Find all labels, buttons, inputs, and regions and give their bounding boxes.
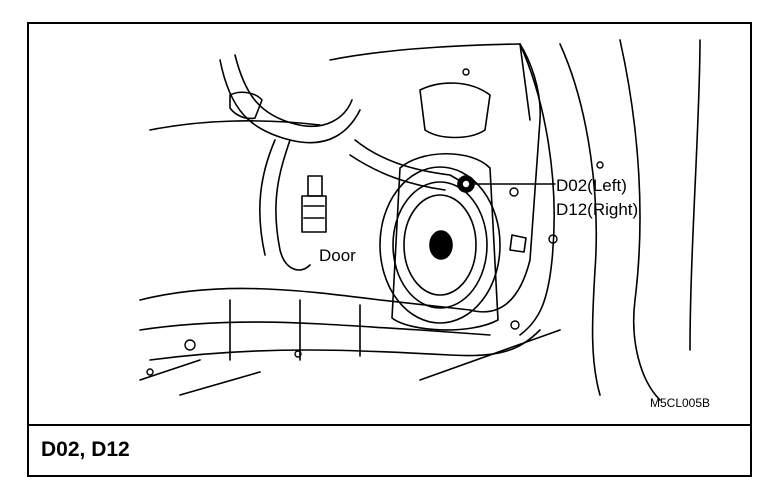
door-connector-lines bbox=[303, 205, 325, 219]
wire-harness-outer bbox=[234, 54, 353, 128]
caption-divider bbox=[27, 424, 752, 426]
upper-cutout bbox=[419, 82, 491, 139]
speaker-cone-outer bbox=[392, 181, 488, 309]
harness-clip bbox=[229, 91, 263, 120]
door-rib bbox=[229, 299, 361, 361]
speaker-connector bbox=[457, 175, 556, 193]
speaker-frame bbox=[379, 166, 501, 324]
door-lower-diagonals bbox=[139, 329, 561, 396]
wire-to-speaker bbox=[354, 139, 463, 183]
connector-right-label: D12(Right) bbox=[556, 200, 639, 219]
wire-lower bbox=[275, 139, 311, 271]
small-clip bbox=[509, 234, 527, 253]
wire-to-speaker-2 bbox=[349, 154, 446, 191]
figure-code: M5CL005B bbox=[650, 396, 711, 410]
speaker-bracket bbox=[391, 153, 499, 331]
door-frame-outer bbox=[559, 43, 601, 396]
upper-panel-curve bbox=[149, 120, 321, 131]
door-panel-outline bbox=[139, 43, 541, 313]
speaker-dustcap bbox=[429, 230, 453, 260]
figure-frame bbox=[27, 22, 752, 477]
window-frame bbox=[329, 43, 531, 121]
door-frame-pillar bbox=[519, 43, 555, 336]
door-connector-body bbox=[301, 195, 327, 233]
connector-left-label: D02(Left) bbox=[556, 176, 627, 195]
door-frame-outer-2 bbox=[619, 39, 661, 401]
door-label: Door bbox=[319, 246, 356, 265]
door-sill bbox=[149, 329, 541, 361]
door-panel-lower-edge bbox=[139, 321, 491, 336]
figure-title: D02, D12 bbox=[41, 438, 130, 461]
door-frame-edge bbox=[689, 39, 701, 351]
wire-lower-2 bbox=[259, 139, 276, 256]
speaker-cone-inner bbox=[403, 194, 477, 296]
bolt-holes bbox=[146, 68, 604, 376]
door-connector-tip bbox=[307, 175, 323, 197]
speaker bbox=[379, 153, 501, 331]
